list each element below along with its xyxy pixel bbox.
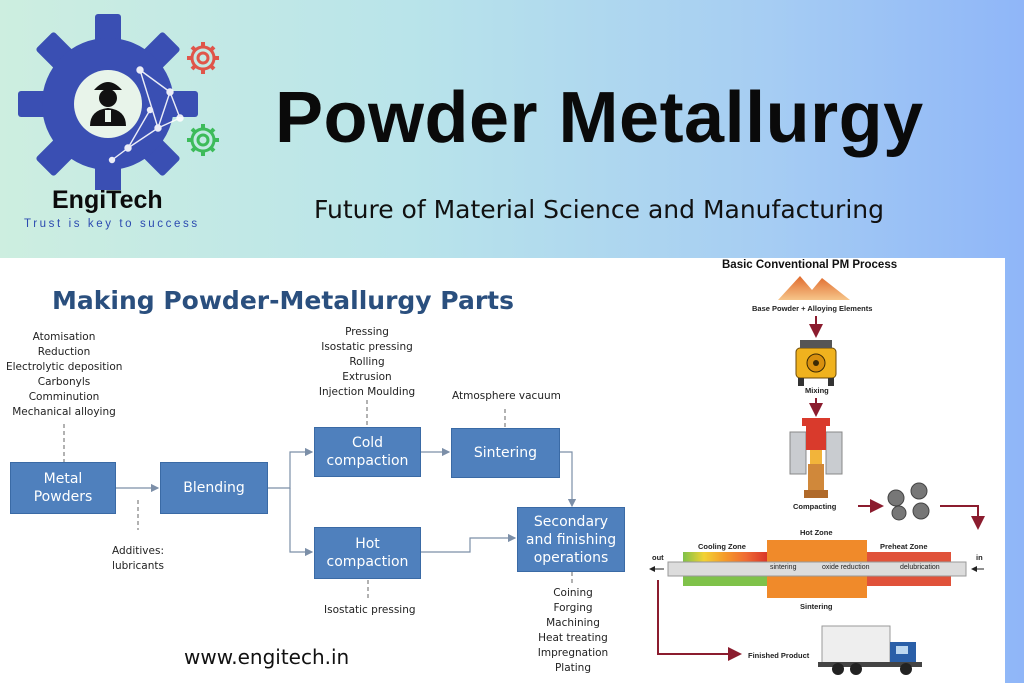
sintering-box: Sintering <box>451 428 560 478</box>
powder-pile-icon <box>778 276 850 300</box>
isostatic-note: Isostatic pressing <box>324 604 416 616</box>
engineer-icon <box>90 82 126 126</box>
engitech-logo <box>18 14 219 190</box>
arrow-parts-furnace <box>940 505 985 530</box>
additive-item: Additives: <box>112 545 164 557</box>
powder-method-item: Carbonyls <box>37 376 91 388</box>
oxide-reduction-label: oxide reduction <box>822 564 870 571</box>
cooling-zone-label: Cooling Zone <box>698 542 746 551</box>
sintering-step-label: sintering <box>770 564 797 571</box>
arrow-furnace-finished <box>657 580 742 661</box>
compaction-method-item: Injection Moulding <box>318 386 416 398</box>
finishing-op-item: Heat treating <box>538 632 608 644</box>
finishing-op-item: Plating <box>554 662 592 674</box>
powder-method-item: Reduction <box>37 346 91 358</box>
compacting-label: Compacting <box>793 502 837 511</box>
powder-method-item: Electrolytic deposition <box>6 361 123 373</box>
press-icon <box>789 418 843 498</box>
in-label: in <box>976 553 983 562</box>
compaction-method-item: Pressing <box>345 326 389 338</box>
compaction-method-item: Extrusion <box>342 371 392 383</box>
brand-tagline: Trust is key to success <box>24 218 200 230</box>
website-url[interactable]: www.engitech.in <box>184 645 350 669</box>
brand-name: EngiTech <box>52 186 163 214</box>
mixing-label: Mixing <box>805 386 829 395</box>
arrow-sintering-secondary <box>560 451 577 508</box>
pm-process-title: Basic Conventional PM Process <box>722 259 898 271</box>
compacted-parts-icon <box>887 482 930 521</box>
diagram-title: Making Powder-Metallurgy Parts <box>52 286 514 315</box>
hot-zone-label: Hot Zone <box>800 528 833 537</box>
base-powder-label: Base Powder + Alloying Elements <box>752 304 873 313</box>
finished-product-label: Finished Product <box>748 651 810 660</box>
page-subtitle: Future of Material Science and Manufactu… <box>314 195 884 224</box>
additive-item: lubricants <box>112 560 164 572</box>
sintering-label: Sintering <box>800 602 833 611</box>
page-title: Powder Metallurgy <box>275 78 924 158</box>
mixer-icon <box>795 340 837 386</box>
hot-compaction-box: Hot compaction <box>314 527 421 579</box>
delubrication-label: delubrication <box>900 564 940 571</box>
secondary-ops-box: Secondary and finishing operations <box>517 507 625 572</box>
small-gear-red-icon <box>187 42 219 74</box>
finishing-op-item: Coining <box>553 587 593 599</box>
arrow-hot-secondary <box>421 533 517 553</box>
powder-method-item: Comminution <box>28 391 100 403</box>
powder-method-item: Mechanical alloying <box>12 406 116 418</box>
powder-method-item: Atomisation <box>32 331 96 343</box>
network-icon <box>108 66 184 164</box>
compaction-method-item: Rolling <box>349 356 385 368</box>
metal-powders-box: Metal Powders <box>10 462 116 514</box>
finishing-op-item: Machining <box>546 617 600 629</box>
blending-box: Blending <box>160 462 268 514</box>
cold-compaction-box: Cold compaction <box>314 427 421 477</box>
compaction-method-item: Isostatic pressing <box>321 341 413 353</box>
sintering-furnace <box>667 540 967 598</box>
preheat-zone-label: Preheat Zone <box>880 542 928 551</box>
small-gear-green-icon <box>187 124 219 156</box>
finishing-op-item: Forging <box>553 602 593 614</box>
atmosphere-note: Atmosphere vacuum <box>452 390 561 402</box>
arrow-blending-cold <box>268 447 314 489</box>
finishing-op-item: Impregnation <box>537 647 609 659</box>
out-label: out <box>652 553 664 562</box>
additives-note: Additives: lubricants <box>108 544 168 574</box>
truck-icon <box>818 625 922 675</box>
arrow-blending-hot <box>289 488 314 557</box>
